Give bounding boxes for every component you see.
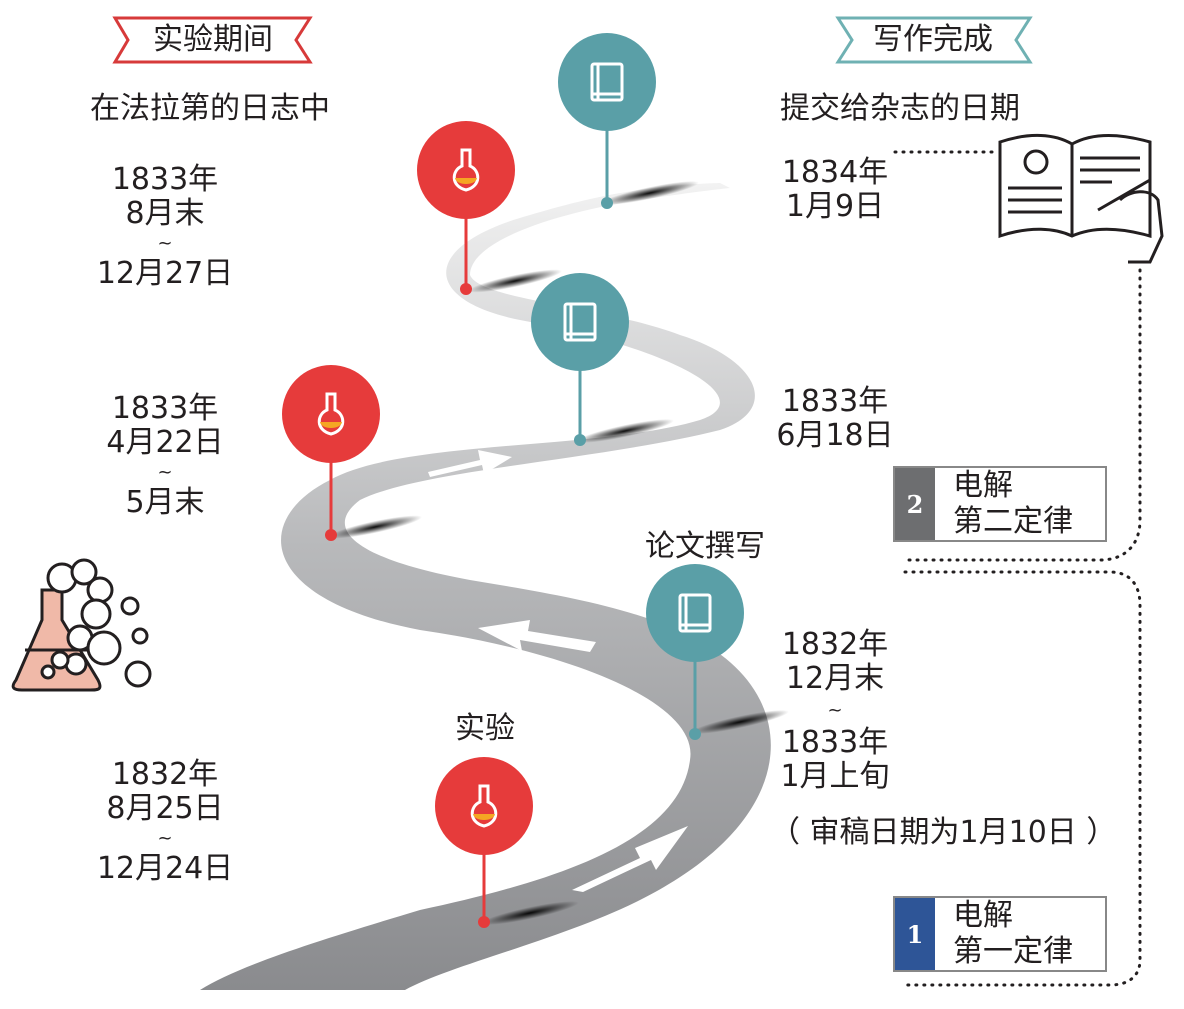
- law-label: 电解 第二定律: [935, 468, 1073, 540]
- range-tilde: ~: [157, 233, 173, 254]
- range-tilde: ~: [827, 700, 843, 721]
- left-date-group-1: 1833年 8月末 ~ 12月27日: [80, 163, 250, 291]
- right-date-group-2: 1833年 6月18日: [760, 385, 910, 453]
- book-icon: [590, 62, 624, 102]
- date-line: 12月末: [785, 661, 885, 696]
- right-subtitle: 提交给杂志的日期: [780, 91, 1020, 126]
- shadow: [328, 515, 422, 539]
- flask-icon: [452, 148, 480, 192]
- date-line: 1833年: [111, 391, 219, 426]
- date-line: 1832年: [781, 627, 889, 662]
- date-line: 6月18日: [776, 418, 894, 453]
- flask-icon: [317, 392, 345, 436]
- law-line2: 第一定律: [953, 934, 1073, 969]
- law-number-badge: 1: [895, 898, 935, 970]
- left-banner-title: 实验期间: [153, 22, 273, 57]
- date-line: 1833年: [781, 384, 889, 419]
- left-date-group-2: 1833年 4月22日 ~ 5月末: [80, 392, 250, 520]
- arrow-up-right-1: [572, 826, 688, 892]
- book-pin-top: [558, 33, 656, 131]
- experiment-label: 实验: [455, 711, 515, 746]
- right-date-group-3: 1832年 12月末 ~ 1833年 1月上旬: [760, 628, 910, 794]
- flask-pin-top: [417, 121, 515, 219]
- arrow-left: [478, 620, 596, 652]
- law-line2: 第二定律: [953, 504, 1073, 539]
- right-banner-ribbon: [835, 16, 1033, 64]
- flask-pin-middle: [282, 365, 380, 463]
- date-line: 4月22日: [106, 425, 224, 460]
- bubbling-flask-icon: [11, 558, 152, 692]
- left-banner-ribbon: [112, 16, 313, 64]
- law-label: 电解 第一定律: [935, 898, 1073, 970]
- open-book-writing-icon: [998, 133, 1164, 264]
- law-box-first: 1 电解 第一定律: [893, 896, 1107, 972]
- flask-icon: [470, 784, 498, 828]
- flask-pin-bottom: [435, 757, 533, 855]
- book-pin-bottom: [646, 564, 744, 662]
- date-line: 12月27日: [96, 256, 234, 291]
- dotted-connectors: [893, 150, 1142, 987]
- writing-label: 论文撰写: [645, 529, 765, 564]
- writing-pins: [531, 33, 744, 740]
- book-pin-middle: [531, 273, 629, 371]
- law-box-second: 2 电解 第二定律: [893, 466, 1107, 542]
- left-date-group-3: 1832年 8月25日 ~ 12月24日: [80, 758, 250, 886]
- road-arrows: [428, 450, 688, 892]
- winding-road: [200, 183, 771, 990]
- right-banner-title: 写作完成: [873, 22, 993, 57]
- left-subtitle: 在法拉第的日志中: [90, 91, 330, 126]
- book-icon: [678, 593, 712, 633]
- shadow: [691, 710, 789, 734]
- right-date-group-1: 1834年 1月9日: [760, 156, 910, 224]
- book-icon: [563, 302, 597, 342]
- review-date-note: （ 审稿日期为1月10日 ）: [770, 815, 1117, 850]
- date-line: 1834年: [781, 155, 889, 190]
- date-line: 1832年: [111, 757, 219, 792]
- date-line: 5月末: [125, 485, 205, 520]
- date-line: 1833年: [111, 162, 219, 197]
- experiment-pins: [282, 121, 533, 928]
- date-line: 8月25日: [106, 791, 224, 826]
- shadow: [601, 181, 699, 205]
- date-line: 1833年: [781, 725, 889, 760]
- law-line1: 电解: [953, 468, 1013, 503]
- shadow: [481, 901, 579, 925]
- date-line: 8月末: [125, 196, 205, 231]
- arrow-right-top: [428, 450, 512, 477]
- date-line: 1月9日: [785, 189, 885, 224]
- range-tilde: ~: [157, 462, 173, 483]
- law-line1: 电解: [953, 898, 1013, 933]
- law-number-badge: 2: [895, 468, 935, 540]
- date-line: 1月上旬: [780, 759, 890, 794]
- date-line: 12月24日: [96, 851, 234, 886]
- pin-shadows: [328, 181, 789, 925]
- shadow: [468, 269, 562, 293]
- range-tilde: ~: [157, 828, 173, 849]
- shadow: [576, 419, 674, 443]
